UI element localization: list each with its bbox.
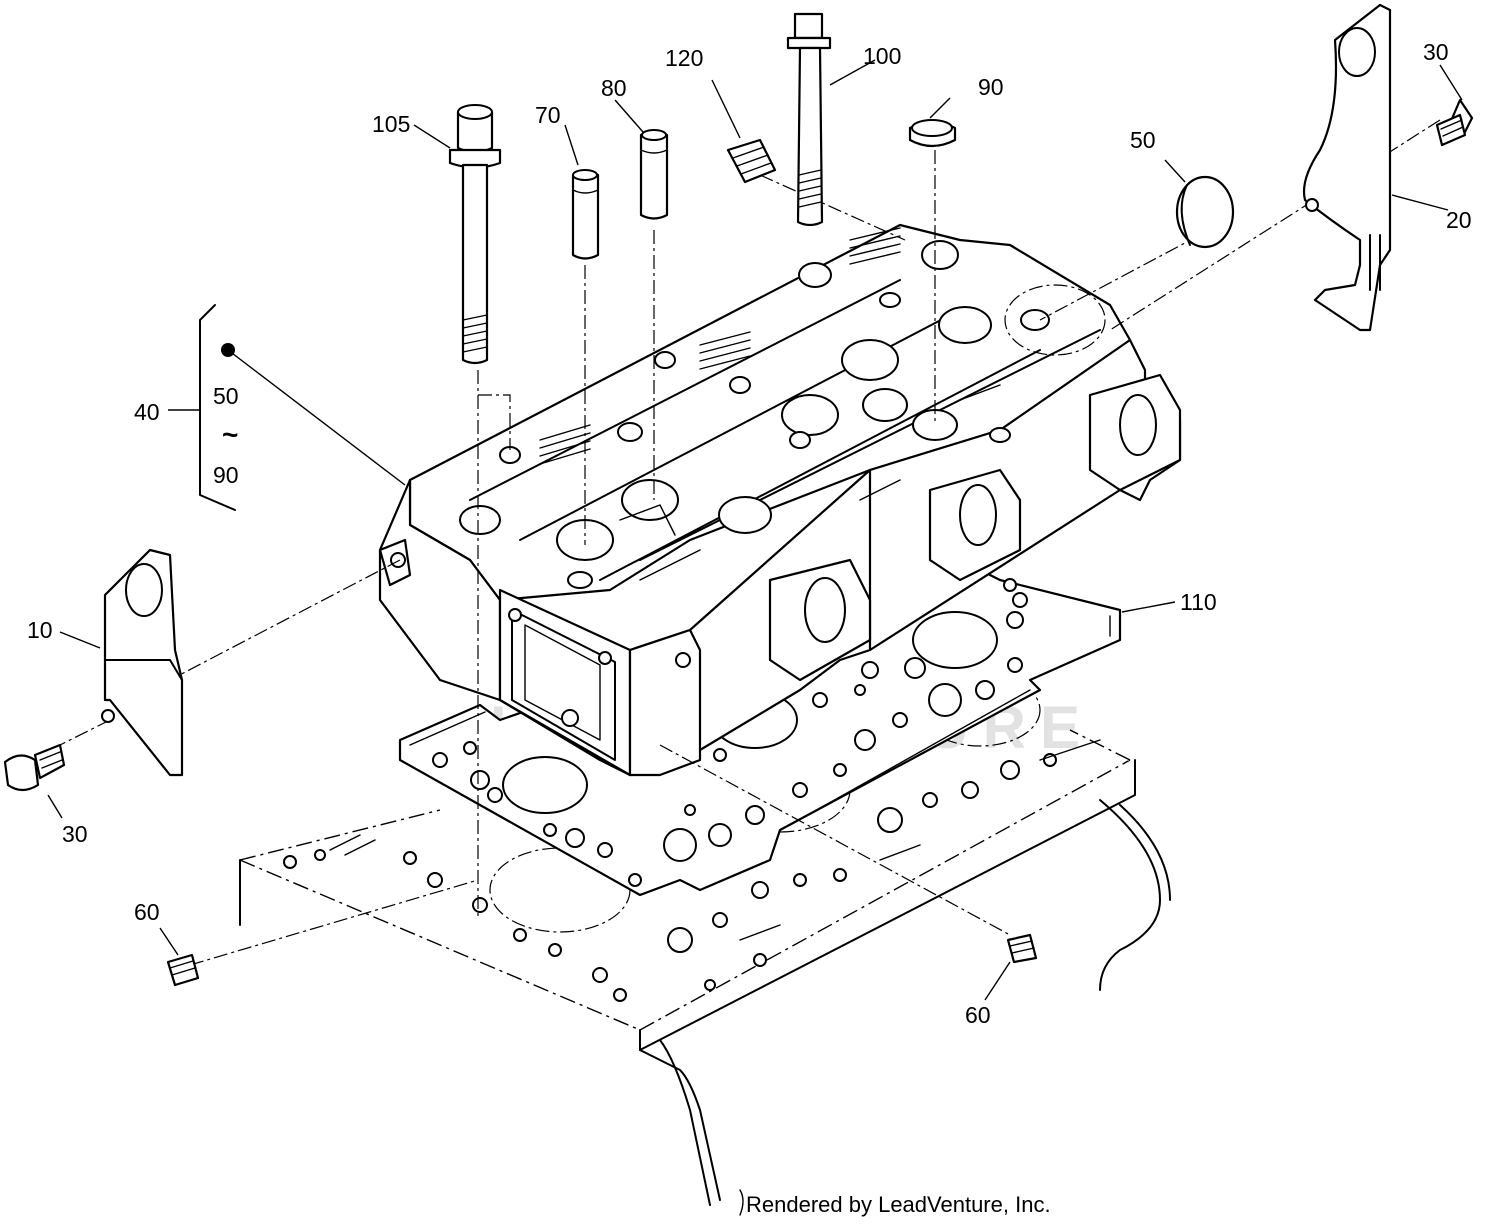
part-70-valve-guide	[571, 169, 600, 260]
callout-90: 90	[978, 74, 1004, 100]
callout-30-left: 30	[62, 821, 88, 847]
alignment-lines	[59, 119, 1441, 966]
callout-40-range-start: 50	[213, 383, 239, 409]
part-80-valve-guide	[639, 129, 669, 220]
part-120-plug	[726, 138, 777, 184]
part-30-screw-left	[3, 743, 66, 792]
callout-40-range-tilde: ~	[222, 419, 238, 450]
callout-50: 50	[1130, 127, 1156, 153]
callout-20: 20	[1446, 207, 1472, 233]
callout-100: 100	[863, 43, 901, 69]
assembly-40-range-bracket	[168, 304, 406, 511]
part-105-head-bolt	[448, 104, 502, 365]
cylinder-head	[378, 223, 1182, 777]
part-90-seal-ring	[908, 119, 957, 148]
leader-lines	[47, 59, 1463, 1001]
footer-credit: Rendered by LeadVenture, Inc.	[746, 1192, 1051, 1217]
callout-70: 70	[535, 102, 561, 128]
callout-120: 120	[665, 45, 703, 71]
callout-80: 80	[601, 75, 627, 101]
head-gasket	[398, 558, 1122, 897]
callout-105: 105	[372, 111, 410, 137]
callout-40-range-end: 90	[213, 462, 239, 488]
part-100-bolt	[786, 12, 832, 227]
part-60-plug-left	[166, 953, 200, 987]
part-60-plug-right	[1006, 933, 1038, 964]
callout-60-right: 60	[965, 1002, 991, 1028]
part-50-cap-plug	[1175, 175, 1235, 249]
callout-110: 110	[1180, 589, 1217, 615]
callout-10: 10	[27, 617, 53, 643]
callout-60-left: 60	[134, 899, 160, 925]
callout-30-right: 30	[1423, 39, 1449, 65]
part-10-bracket	[101, 548, 184, 777]
part-20-bracket	[1302, 3, 1392, 332]
part-30-screw-right	[1435, 98, 1474, 147]
callout-labels: 105 70 80 120 100 90 50 30 20 40 50 ~ 90…	[27, 39, 1472, 1028]
callout-40: 40	[134, 399, 160, 425]
footer-bracket	[739, 1189, 744, 1216]
